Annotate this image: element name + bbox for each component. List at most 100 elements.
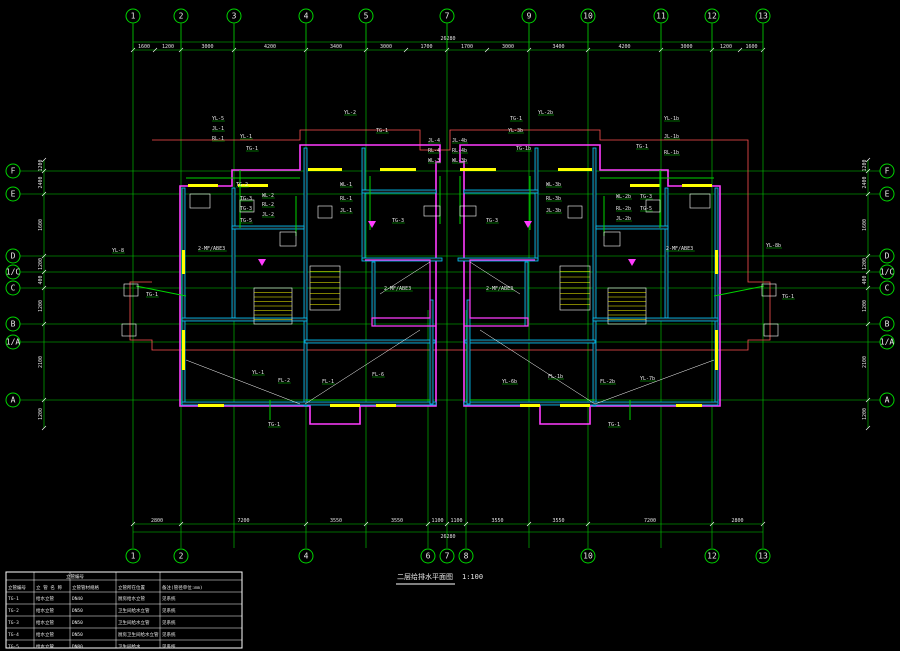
facade-outline (129, 129, 771, 351)
axis-right-1/A-circle (879, 334, 895, 350)
axis-left-A: A (11, 396, 16, 405)
axis-left-C-circle (5, 280, 21, 296)
axis-left-B: B (11, 320, 16, 329)
axis-right-A-circle (879, 392, 895, 408)
window (558, 168, 592, 171)
table-cell: DN80 (72, 644, 83, 650)
pipe-label: TG-1 (268, 422, 280, 428)
pipe-label: YL-2 (344, 110, 356, 116)
fixture (459, 205, 477, 217)
left-dimension-tick (41, 321, 47, 327)
leader-line (304, 329, 421, 405)
axis-left-1/C: 1/C (6, 268, 21, 277)
axis-top-7: 7 (445, 12, 450, 21)
axis-left-E: E (11, 190, 16, 199)
pipe-label: TG-3 (240, 196, 252, 202)
right-dimension-label: 400 (862, 275, 868, 284)
axis-top-12: 12 (707, 12, 717, 21)
pipe-label: WL-3b (546, 182, 561, 188)
pipe-label: TG-1 (608, 422, 620, 428)
left-dimension-tick (41, 425, 47, 431)
fixture (761, 283, 777, 297)
table-cell: TG-5 (8, 644, 19, 650)
right-dimension-label: 1600 (862, 219, 868, 231)
pipe-label: TG-1 (510, 116, 522, 122)
axis-bottom-2: 2 (179, 552, 184, 561)
pipe-label: TG-2 (236, 182, 248, 188)
table-cell: TG-1 (8, 596, 19, 602)
wall-segment (464, 339, 596, 344)
bottom-dimension-label: 3550 (391, 518, 403, 524)
top-dimension-tick (152, 47, 158, 53)
top-total-dimension: 26280 (440, 36, 455, 42)
pipe-label: YL-3b (508, 128, 523, 134)
wall-segment (303, 147, 308, 407)
pipe-label: 2-MF/ABE3 (486, 286, 513, 292)
right-dimension-label: 1200 (862, 258, 868, 270)
fixture (689, 193, 711, 209)
axis-top-9: 9 (527, 12, 532, 21)
bottom-dimension-label: 2800 (731, 518, 743, 524)
axis-top-2: 2 (179, 12, 184, 21)
axis-left-1/A-circle (5, 334, 21, 350)
right-dimension-label: 2400 (862, 176, 868, 188)
table-caption: 立管编号 (66, 573, 84, 580)
axis-right-B-circle (879, 316, 895, 332)
left-dimension-tick (41, 157, 47, 163)
wall-segment (231, 225, 305, 230)
window (188, 184, 218, 187)
riser-marker (258, 259, 266, 266)
axis-bottom-1-circle (125, 548, 141, 564)
axis-top-3: 3 (232, 12, 237, 21)
window (715, 250, 718, 274)
axis-grid-lines (14, 24, 886, 548)
right-dimension-label: 1200 (862, 300, 868, 312)
pipe-label: YL-5 (212, 116, 224, 122)
table-cell: 见系统 (162, 631, 176, 638)
left-unit-outline (179, 144, 441, 425)
pipe-label: YL-6b (502, 379, 517, 385)
table-cell: DN50 (72, 620, 83, 626)
window (308, 168, 342, 171)
axis-top-4: 4 (304, 12, 309, 21)
fixture (603, 231, 621, 247)
pipe-label: RL-1b (664, 150, 679, 156)
top-dimension-label: 3000 (380, 44, 392, 50)
left-dimension-label: 400 (38, 275, 44, 284)
right-dimension-tick (865, 269, 871, 275)
right-unit-outline (459, 144, 721, 425)
right-dimension-tick (865, 397, 871, 403)
pipe (135, 285, 187, 297)
axis-left-E-circle (5, 186, 21, 202)
axis-right-D: D (885, 252, 890, 261)
core-outline (365, 259, 436, 327)
axis-left-1/A: 1/A (6, 338, 21, 347)
drawing-title-block: 二层给排水平面图 1:100 (396, 572, 483, 585)
pipe-label: 2-MF/ABE3 (384, 286, 411, 292)
table-cell: 见系统 (162, 595, 176, 602)
left-dimension-tick (41, 253, 47, 259)
fixture (645, 199, 661, 213)
top-dimension-label: 1700 (461, 44, 473, 50)
left-dimension-label: 1600 (38, 219, 44, 231)
table-cell: 卫生间给水 (118, 643, 141, 650)
fixture (123, 283, 139, 297)
wall-segment (592, 317, 719, 322)
axis-left-D-circle (5, 248, 21, 264)
table-cell: TG-3 (8, 620, 19, 626)
left-dimension-tick (41, 191, 47, 197)
table-cell: 给水立管 (36, 619, 54, 626)
pipe-label: WL-3 (428, 158, 440, 164)
right-dimension-tick (865, 425, 871, 431)
axis-bottom-12-circle (704, 548, 720, 564)
window (715, 330, 718, 370)
wall-segment (466, 299, 471, 405)
table-header-cell: 立管所在位置 (118, 584, 145, 591)
top-dimension-tick (737, 47, 743, 53)
pipe-label: FL-2b (600, 379, 615, 385)
bottom-dimension-label: 7200 (237, 518, 249, 524)
right-dimension-tick (865, 285, 871, 291)
pipe-label: TG-5 (240, 218, 252, 224)
